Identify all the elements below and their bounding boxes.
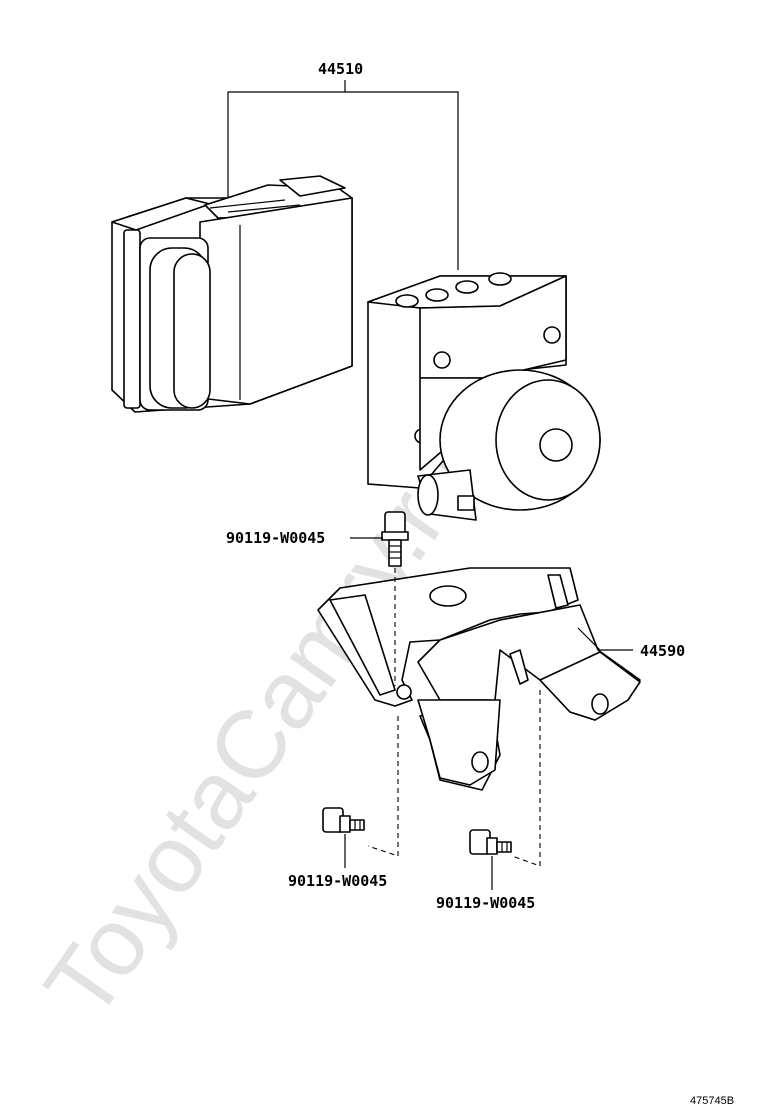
part-number-bolt-right[interactable]: 90119-W0045: [436, 894, 535, 912]
bolt-right-icon: [469, 829, 512, 855]
drawing-number: 475745B: [690, 1095, 734, 1107]
abs-actuator-icon: [367, 272, 601, 521]
leader-44590: [577, 627, 633, 651]
bolt-top-icon: [381, 511, 409, 567]
part-number-bolt-left[interactable]: 90119-W0045: [288, 872, 387, 890]
bolt-left-icon: [322, 807, 365, 833]
alignment-lines: [367, 568, 541, 867]
leader-44510: [227, 80, 459, 270]
part-number-bolt-top[interactable]: 90119-W0045: [226, 529, 325, 547]
ecu-module-icon: [111, 175, 353, 413]
part-number-44510[interactable]: 44510: [318, 60, 363, 78]
bracket-icon: [317, 567, 641, 791]
part-number-44590[interactable]: 44590: [640, 642, 685, 660]
